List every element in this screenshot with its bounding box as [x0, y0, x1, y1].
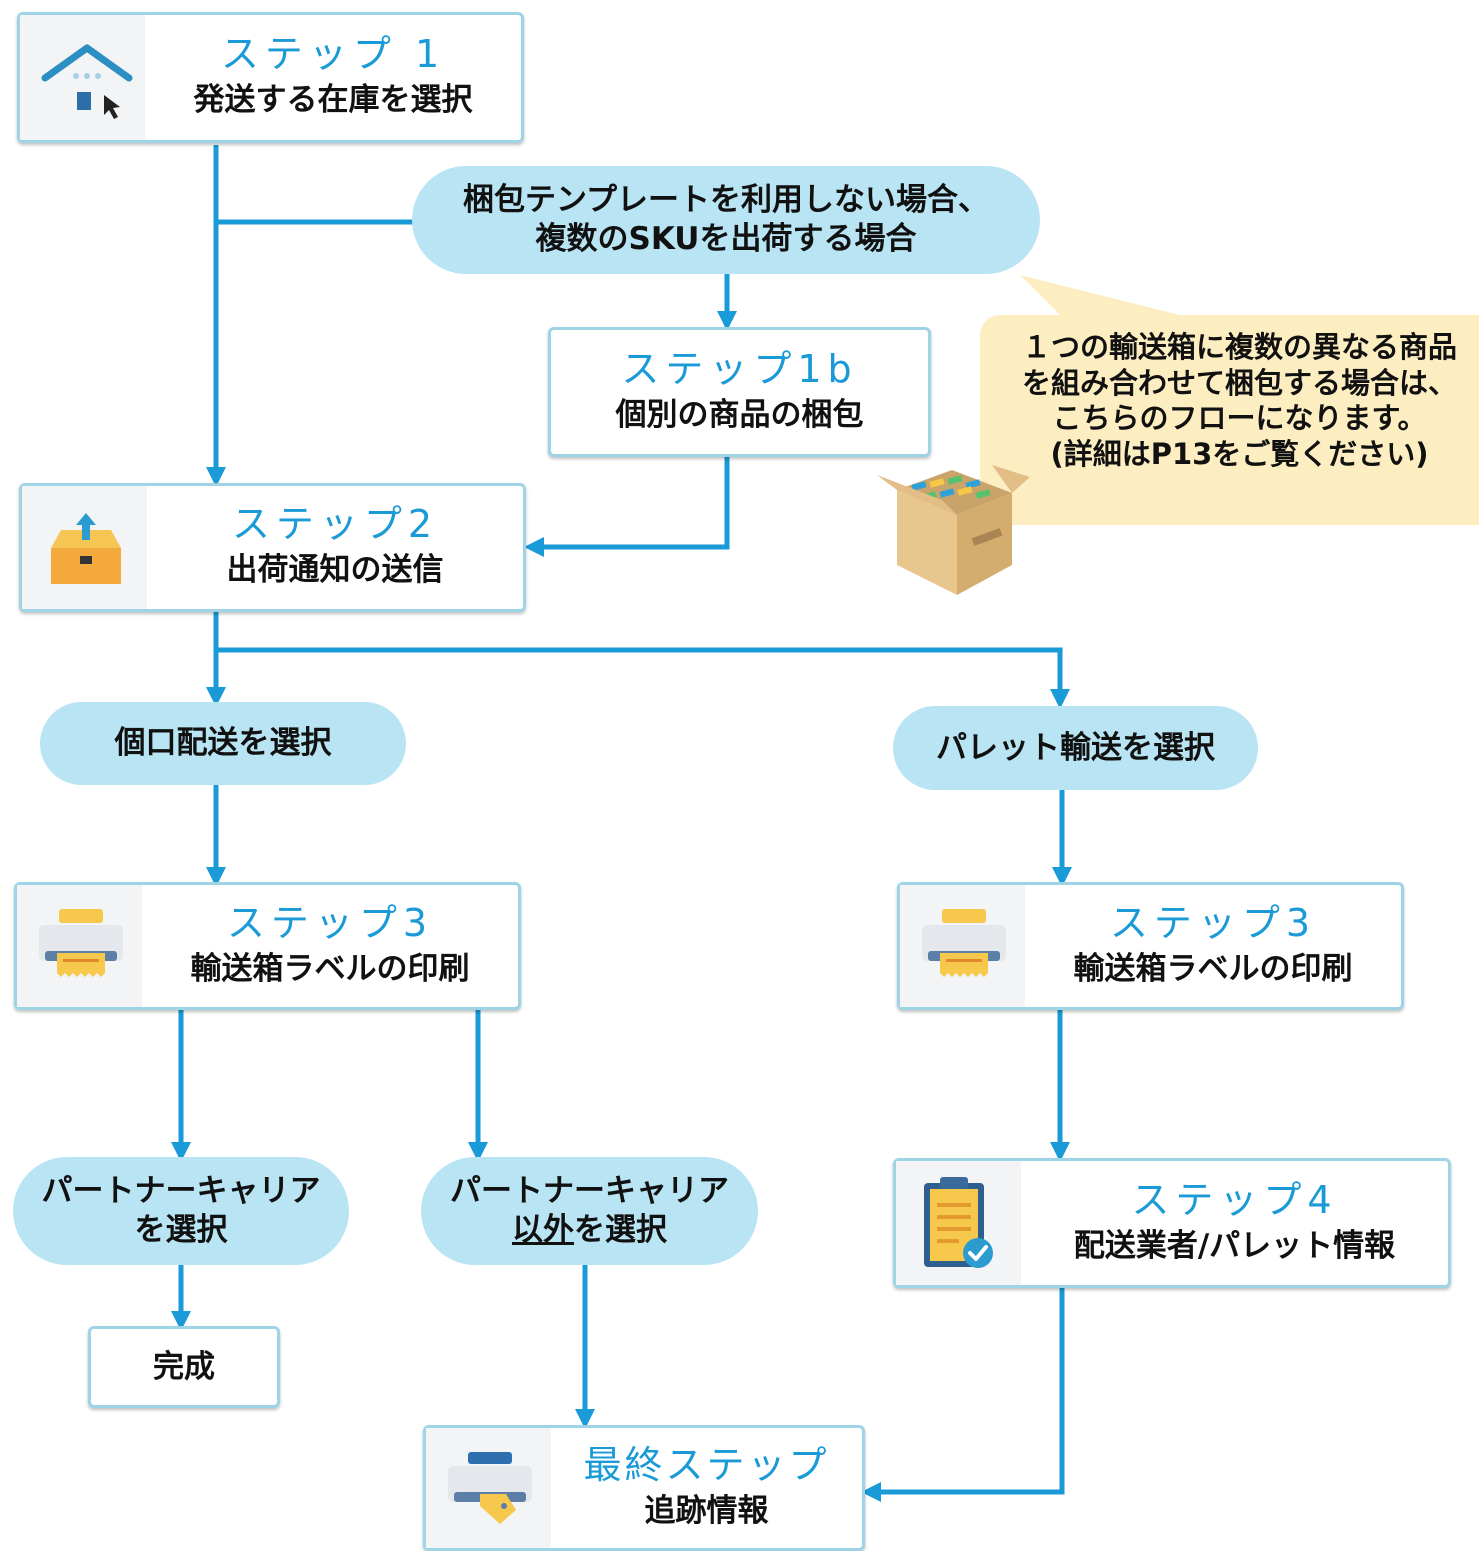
cardboard-box-icon: [877, 465, 1030, 595]
callout-line: こちらのフローになります。: [1052, 401, 1427, 436]
callout-bubble: [980, 315, 1479, 525]
non-partner-carrier-pill: パートナーキャリア 以外を選択: [421, 1157, 758, 1265]
complete-box: 完成: [88, 1326, 280, 1408]
step1b-desc: 個別の商品の梱包: [615, 396, 864, 433]
final-step-box: 最終ステップ 追跡情報: [423, 1425, 865, 1551]
branch-line2: 複数のSKUを出荷する場合: [535, 221, 917, 257]
box-upload-icon: [51, 513, 121, 584]
clipboard-check-icon: [924, 1177, 993, 1268]
step3-left-desc: 輸送箱ラベルの印刷: [190, 950, 470, 987]
step1-desc: 発送する在庫を選択: [193, 82, 473, 119]
step2-box: ステップ2 出荷通知の送信: [19, 483, 526, 612]
step3-left-box: ステップ3 輸送箱ラベルの印刷: [14, 882, 521, 1010]
step3-right-box: ステップ3 輸送箱ラベルの印刷: [897, 882, 1404, 1010]
non-partner-underlined: 以外: [512, 1212, 574, 1248]
choice-parcel-label: 個口配送を選択: [114, 725, 332, 762]
choice-parcel-pill: 個口配送を選択: [40, 702, 406, 785]
printer-icon: [922, 909, 1006, 977]
final-step-desc: 追跡情報: [644, 1492, 769, 1529]
non-partner-line2: 以外を選択: [512, 1211, 667, 1250]
branch-condition-pill: 梱包テンプレートを利用しない場合、 複数のSKUを出荷する場合: [412, 166, 1040, 274]
complete-label: 完成: [153, 1348, 215, 1385]
line-step2-to-pallet: [216, 647, 1070, 709]
step1-box: ステップ 1 発送する在庫を選択: [17, 12, 524, 143]
step1b-title: ステップ1b: [621, 346, 858, 391]
step2-title: ステップ2: [231, 502, 439, 547]
step3-right-title: ステップ3: [1109, 900, 1317, 945]
branch-line1: 梱包テンプレートを利用しない場合、: [462, 182, 990, 219]
choice-pallet-label: パレット輸送を選択: [936, 729, 1215, 766]
step3-left-title: ステップ3: [226, 900, 434, 945]
choice-pallet-pill: パレット輸送を選択: [893, 706, 1258, 790]
step3-right-desc: 輸送箱ラベルの印刷: [1073, 950, 1353, 987]
arrow-step1b-to-step2: [524, 457, 730, 557]
non-partner-line1: パートナーキャリア: [450, 1173, 729, 1210]
callout-line: (詳細はP13をご覧ください): [1050, 436, 1429, 471]
house-cursor-icon: [41, 44, 133, 119]
printer-icon: [39, 909, 123, 977]
partner-line1: パートナーキャリア: [41, 1173, 321, 1210]
partner-line2: を選択: [134, 1212, 228, 1248]
partner-carrier-pill: パートナーキャリア を選択: [13, 1157, 349, 1265]
callout-text: １つの輸送箱に複数の異なる商品 を組み合わせて梱包する場合は、 こちらのフローに…: [1000, 330, 1479, 473]
non-partner-rest: を選択: [574, 1212, 667, 1248]
printer-tag-icon: [448, 1452, 532, 1524]
callout-line: １つの輸送箱に複数の異なる商品: [1021, 330, 1457, 364]
arrow-step4-to-final: [861, 1288, 1065, 1502]
step4-desc: 配送業者/パレット情報: [1073, 1227, 1396, 1264]
callout-line: を組み合わせて梱包する場合は、: [1021, 365, 1457, 400]
step1b-box: ステップ1b 個別の商品の梱包: [548, 327, 931, 457]
final-step-title: 最終ステップ: [583, 1442, 830, 1487]
step4-box: ステップ4 配送業者/パレット情報: [893, 1158, 1451, 1288]
step4-title: ステップ4: [1131, 1177, 1338, 1222]
step2-desc: 出荷通知の送信: [226, 552, 444, 589]
step1-title: ステップ 1: [220, 32, 446, 77]
